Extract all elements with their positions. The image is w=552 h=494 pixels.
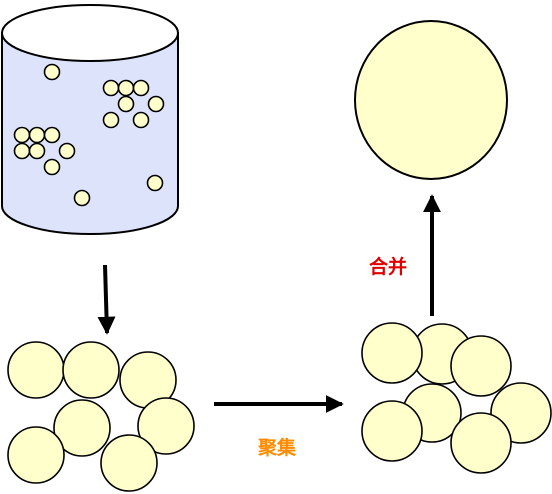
droplet (361, 400, 423, 462)
droplet-cluster (7, 341, 195, 492)
cylinder-top (1, 4, 179, 62)
merge-label: 合并 (369, 256, 408, 278)
particle (147, 95, 165, 113)
droplet (100, 434, 158, 492)
arrow-down (97, 264, 116, 335)
droplet (53, 399, 111, 457)
droplet (361, 322, 423, 384)
container-cylinder (0, 4, 179, 235)
merged-droplet (354, 20, 508, 180)
aggregate-label: 聚集 (258, 437, 297, 459)
particle (13, 142, 31, 160)
particle (13, 126, 31, 144)
particle (28, 142, 46, 160)
particle (132, 111, 150, 129)
particle (146, 174, 164, 192)
droplet (450, 335, 512, 397)
cylinder-body (0, 32, 179, 235)
particle (43, 158, 61, 176)
aggregated-droplets (361, 322, 552, 474)
particle (132, 79, 150, 97)
droplet (7, 341, 65, 399)
particle (28, 126, 46, 144)
particle (117, 95, 135, 113)
particle (102, 79, 120, 97)
particle (73, 189, 91, 207)
droplet (7, 426, 65, 484)
droplet (62, 341, 120, 399)
droplet (137, 397, 195, 455)
particle (43, 126, 61, 144)
droplet (450, 412, 512, 474)
container-particles (13, 63, 165, 207)
particle (102, 111, 120, 129)
particle (43, 63, 61, 81)
particle (117, 79, 135, 97)
particle (58, 142, 76, 160)
